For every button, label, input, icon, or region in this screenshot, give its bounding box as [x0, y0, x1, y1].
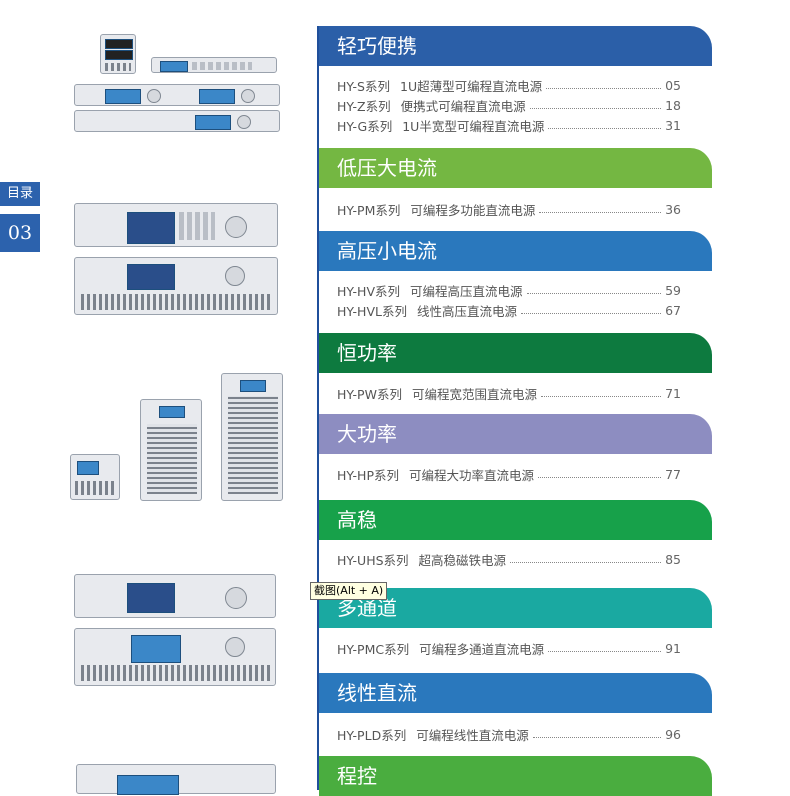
page-number: 67	[665, 302, 681, 318]
leader-dots	[548, 650, 662, 652]
leader-dots	[539, 211, 662, 213]
series-code: HY-G系列	[337, 118, 393, 134]
page-number: 31	[665, 117, 681, 133]
product-image-1u-rack-a	[74, 84, 280, 106]
section-header: 高稳	[319, 500, 712, 540]
leader-dots	[532, 736, 662, 738]
side-tab-label: 目录	[0, 182, 40, 206]
leader-dots	[548, 127, 662, 129]
product-image-portable-small	[100, 34, 136, 74]
series-description: 线性高压直流电源	[416, 303, 517, 319]
section-header: 恒功率	[319, 333, 712, 373]
toc-entry[interactable]: HY-UHS系列超高稳磁铁电源 85	[337, 551, 681, 568]
product-image-pmc-unit	[74, 628, 276, 686]
section-header: 高压小电流	[319, 231, 712, 271]
series-code: HY-S系列	[337, 78, 390, 94]
series-description: 便携式可编程直流电源	[400, 98, 526, 114]
series-description: 可编程宽范围直流电源	[411, 386, 537, 402]
series-code: HY-HP系列	[337, 467, 399, 483]
page-number: 36	[665, 201, 681, 217]
series-description: 可编程多通道直流电源	[419, 641, 545, 657]
toc-entry[interactable]: HY-HP系列可编程大功率直流电源 77	[337, 466, 681, 483]
toc-entry[interactable]: HY-HVL系列线性高压直流电源 67	[337, 302, 681, 319]
page-number: 05	[665, 77, 681, 93]
section-header: 程控	[319, 756, 712, 796]
toc-entry[interactable]: HY-PLD系列可编程线性直流电源 96	[337, 726, 681, 743]
series-description: 可编程大功率直流电源	[409, 467, 535, 483]
section-header: 低压大电流	[319, 148, 712, 188]
section-header: 线性直流	[319, 673, 712, 713]
series-description: 超高稳磁铁电源	[418, 552, 507, 568]
product-image-small-box	[70, 454, 120, 500]
product-image-half-rack	[151, 57, 277, 73]
page-number: 18	[665, 97, 681, 113]
series-code: HY-PMC系列	[337, 641, 410, 657]
series-description: 1U超薄型可编程直流电源	[400, 78, 543, 94]
page-number: 77	[665, 466, 681, 482]
section-header: 多通道	[319, 588, 712, 628]
series-code: HY-HV系列	[337, 283, 401, 299]
toc-entry[interactable]: HY-PMC系列可编程多通道直流电源 91	[337, 640, 681, 657]
series-description: 1U半宽型可编程直流电源	[402, 118, 545, 134]
toc-entry[interactable]: HY-HV系列可编程高压直流电源 59	[337, 282, 681, 299]
page-number: 96	[665, 726, 681, 742]
leader-dots	[540, 395, 662, 397]
product-image-large-cabinet	[221, 373, 283, 501]
section-header: 大功率	[319, 414, 712, 454]
leader-dots	[521, 312, 662, 314]
page-number: 71	[665, 385, 681, 401]
toc-entry[interactable]: HY-S系列 1U超薄型可编程直流电源 05	[337, 77, 681, 94]
section-header: 轻巧便携	[319, 26, 712, 66]
series-code: HY-PLD系列	[337, 727, 407, 743]
toc-entry[interactable]: HY-Z系列便携式可编程直流电源 18	[337, 97, 681, 114]
series-code: HY-HVL系列	[337, 303, 407, 319]
series-description: 可编程线性直流电源	[416, 727, 529, 743]
product-image-medium-cabinet	[140, 399, 202, 501]
page-number: 85	[665, 551, 681, 567]
leader-dots	[510, 561, 662, 563]
page-number: 91	[665, 640, 681, 656]
divider-line	[317, 26, 319, 790]
leader-dots	[526, 292, 662, 294]
product-image-uhs-unit	[74, 574, 276, 618]
toc-entry[interactable]: HY-PW系列可编程宽范围直流电源 71	[337, 385, 681, 402]
series-code: HY-PW系列	[337, 386, 402, 402]
series-description: 可编程多功能直流电源	[410, 202, 536, 218]
toc-entry[interactable]: HY-PM系列可编程多功能直流电源 36	[337, 201, 681, 218]
series-description: 可编程高压直流电源	[410, 283, 523, 299]
product-image-pm-unit	[74, 203, 278, 247]
series-code: HY-PM系列	[337, 202, 401, 218]
leader-dots	[538, 476, 662, 478]
product-image-1u-rack-b	[74, 110, 280, 132]
series-code: HY-UHS系列	[337, 552, 409, 568]
side-tab-page-number: 03	[0, 214, 40, 252]
product-image-hv-unit	[74, 257, 278, 315]
toc-entry[interactable]: HY-G系列 1U半宽型可编程直流电源 31	[337, 117, 681, 134]
leader-dots	[546, 87, 662, 89]
series-code: HY-Z系列	[337, 98, 391, 114]
screenshot-tooltip: 截图(Alt + A)	[310, 582, 388, 600]
page-number: 59	[665, 282, 681, 298]
leader-dots	[529, 107, 662, 109]
